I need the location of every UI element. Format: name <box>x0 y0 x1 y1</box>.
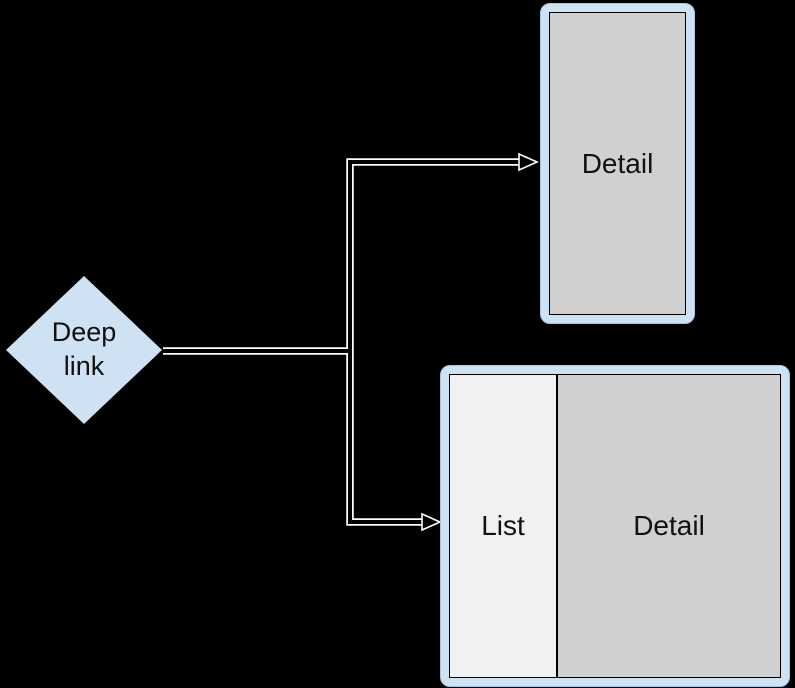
list-panel: List <box>450 375 558 677</box>
list-panel-label: List <box>481 510 525 541</box>
detail-panel-label: Detail <box>633 510 705 541</box>
detail-panel: Detail <box>550 13 685 314</box>
arrowhead-to-list-detail-icon <box>421 512 442 532</box>
list-detail-inner: List Detail <box>449 374 781 678</box>
detail-screen-node: Detail <box>540 3 695 324</box>
arrowhead-to-detail-icon <box>518 152 539 172</box>
detail-panel-label: Detail <box>581 147 654 179</box>
deep-link-label: Deep link <box>51 317 117 381</box>
detail-panel: Detail <box>558 375 780 677</box>
deep-link-node: Deep link <box>6 276 162 424</box>
list-detail-screen-node: List Detail <box>440 365 790 687</box>
detail-screen-inner: Detail <box>549 12 686 315</box>
